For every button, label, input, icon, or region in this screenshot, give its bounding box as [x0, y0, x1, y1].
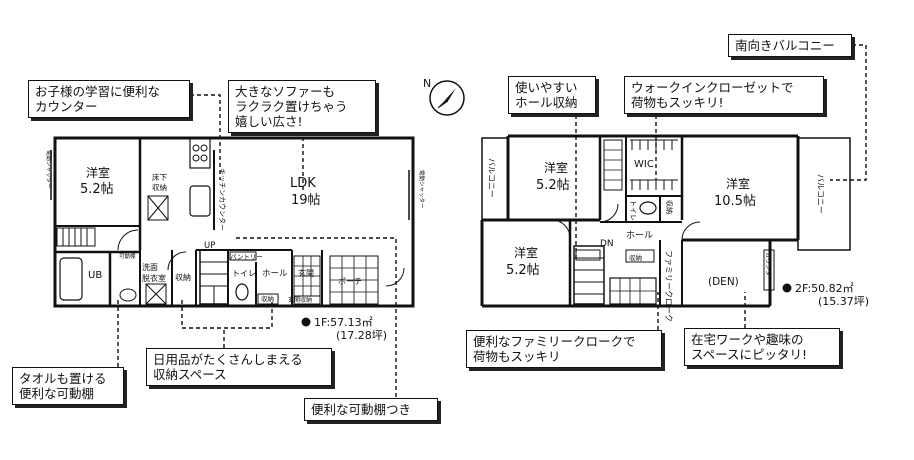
f1-ldk-size: 19帖 [291, 193, 321, 208]
callout-study-counter: お子様の学習に便利な カウンター [28, 80, 190, 118]
callout-study-counter-line1: お子様の学習に便利な [35, 84, 161, 99]
f1-storage-label: 収納 [175, 272, 191, 282]
callout-big-sofa-line1: 大きなソファーも [235, 84, 336, 99]
f2-tsubo-value: (15.37坪) [818, 295, 869, 308]
callout-towel-shelf: タオルも置ける 便利な可動棚 [12, 367, 124, 405]
f2-room-b-size: 5.2帖 [506, 263, 540, 278]
f1-entrance-label: 玄関 [298, 268, 314, 278]
f2-room-a-size: 5.2帖 [536, 178, 570, 193]
f2-balcony-left-label: バルコニー [487, 158, 496, 198]
floor1-plan [50, 136, 415, 308]
f2-toilet-label: トイレ [629, 200, 637, 221]
f1-underfloor-label2: 収納 [152, 182, 167, 192]
callout-hall-storage-line1: 使いやすい [515, 80, 578, 95]
f2-counter-label: カウンター [764, 252, 772, 282]
callout-telework-line2: スペースにピッタリ! [691, 347, 808, 362]
f2-storage-small-label: 収納 [629, 253, 642, 262]
f2-room-a-label: 洋室 [544, 160, 568, 175]
f1-tsubo-value: (17.28坪) [336, 329, 387, 342]
f1-shutter-right-label: 電動シャッター [418, 170, 426, 209]
callout-telework: 在宅ワークや趣味の スペースにピッタリ! [684, 328, 840, 366]
callout-walk-in-closet-line2: 荷物もスッキリ! [631, 95, 724, 110]
callout-family-closet: 便利なファミリークロークで 荷物もスッキリ [466, 330, 662, 368]
callout-big-sofa: 大きなソファーも ラクラク置けちゃう 嬉しい広さ! [228, 80, 376, 133]
f1-bath-label: UB [88, 270, 102, 281]
callout-south-balcony-line1: 南向きバルコニー [735, 38, 835, 53]
callout-daily-storage-line2: 収納スペース [153, 367, 227, 382]
f2-master-label: 洋室 [726, 176, 750, 191]
callout-towel-shelf-line2: 便利な可動棚 [19, 386, 95, 401]
callout-study-counter-line2: カウンター [35, 99, 98, 114]
callout-movable-shelf-line1: 便利な可動棚つき [311, 402, 412, 417]
callout-telework-line1: 在宅ワークや趣味の [691, 332, 804, 347]
f2-master-size: 10.5帖 [714, 194, 756, 209]
callout-daily-storage-line1: 日用品がたくさんしまえる [153, 352, 303, 367]
f2-area-value: 2F:50.82㎡ [795, 282, 854, 295]
callout-towel-shelf-line1: タオルも置ける [19, 371, 107, 386]
f2-family-closet-label: ファミリークローク [664, 250, 673, 322]
f1-shutter-left-label: 電動シャッター [45, 150, 53, 189]
f1-porch-label: ポーチ [338, 277, 362, 286]
compass-icon: N [423, 77, 465, 116]
f1-washitsu-size: 5.2帖 [80, 182, 114, 197]
callout-family-closet-line1: 便利なファミリークロークで [473, 334, 636, 349]
callout-south-balcony: 南向きバルコニー [728, 34, 852, 57]
f1-washitsu-label: 洋室 [86, 165, 110, 180]
f2-dn-label: DN [600, 239, 614, 249]
f1-hall-label: ホール [262, 269, 288, 279]
callout-big-sofa-line2: ラクラク置けちゃう [235, 99, 348, 114]
callout-hall-storage-line2: ホール収納 [515, 95, 578, 110]
callout-movable-shelf: 便利な可動棚つき [304, 398, 438, 421]
f1-ldk-label: LDK [290, 176, 316, 191]
f1-entrance-storage-label: 玄関収納 [288, 296, 312, 304]
f1-toilet-label: トイレ [232, 269, 256, 278]
f1-storage-small-label: 収納 [261, 294, 274, 303]
f1-underfloor-label: 床下 [152, 172, 167, 182]
callout-walk-in-closet: ウォークインクローゼットで 荷物もスッキリ! [624, 76, 824, 114]
f2-hall-label: ホール [626, 230, 653, 241]
compass-north-label: N [423, 77, 431, 90]
f2-den-label: (DEN) [708, 276, 739, 288]
floor1-labels: 洋室 5.2帖 LDK 19帖 UB 洗面 脱衣室 収納 床下 収納 キッチンカ… [45, 150, 426, 342]
callout-daily-storage: 日用品がたくさんしまえる 収納スペース [146, 348, 332, 386]
floor2-plan [480, 134, 851, 308]
f1-kitchen-counter-label: キッチンカウンター [218, 168, 227, 231]
callout-big-sofa-line3: 嬉しい広さ! [235, 114, 303, 129]
callout-leader-lines [117, 44, 867, 398]
callout-family-closet-line2: 荷物もスッキリ [473, 349, 561, 364]
f2-room-b-label: 洋室 [514, 245, 538, 260]
f2-balcony-right-label: バルコニー [816, 174, 825, 214]
f2-area-bullet-icon [782, 283, 792, 293]
f2-storage-label: 収納 [665, 200, 674, 214]
callout-walk-in-closet-line1: ウォークインクローゼットで [631, 80, 794, 95]
floor2-labels: 洋室 5.2帖 洋室 5.2帖 洋室 10.5帖 WIC トイレ 収納 ホール … [487, 158, 869, 322]
f1-area-bullet-icon [301, 317, 311, 327]
f1-area-value: 1F:57.13㎡ [314, 316, 373, 329]
f1-washroom-label: 洗面 [142, 262, 158, 272]
f2-wic-label: WIC [634, 159, 654, 170]
f1-pantry-label: パントリー [230, 253, 263, 261]
f1-linen-label: 可動棚 [119, 252, 136, 260]
f1-washroom-label2: 脱衣室 [142, 273, 166, 283]
callout-hall-storage: 使いやすい ホール収納 [508, 76, 596, 114]
f1-up-label: UP [204, 241, 215, 251]
